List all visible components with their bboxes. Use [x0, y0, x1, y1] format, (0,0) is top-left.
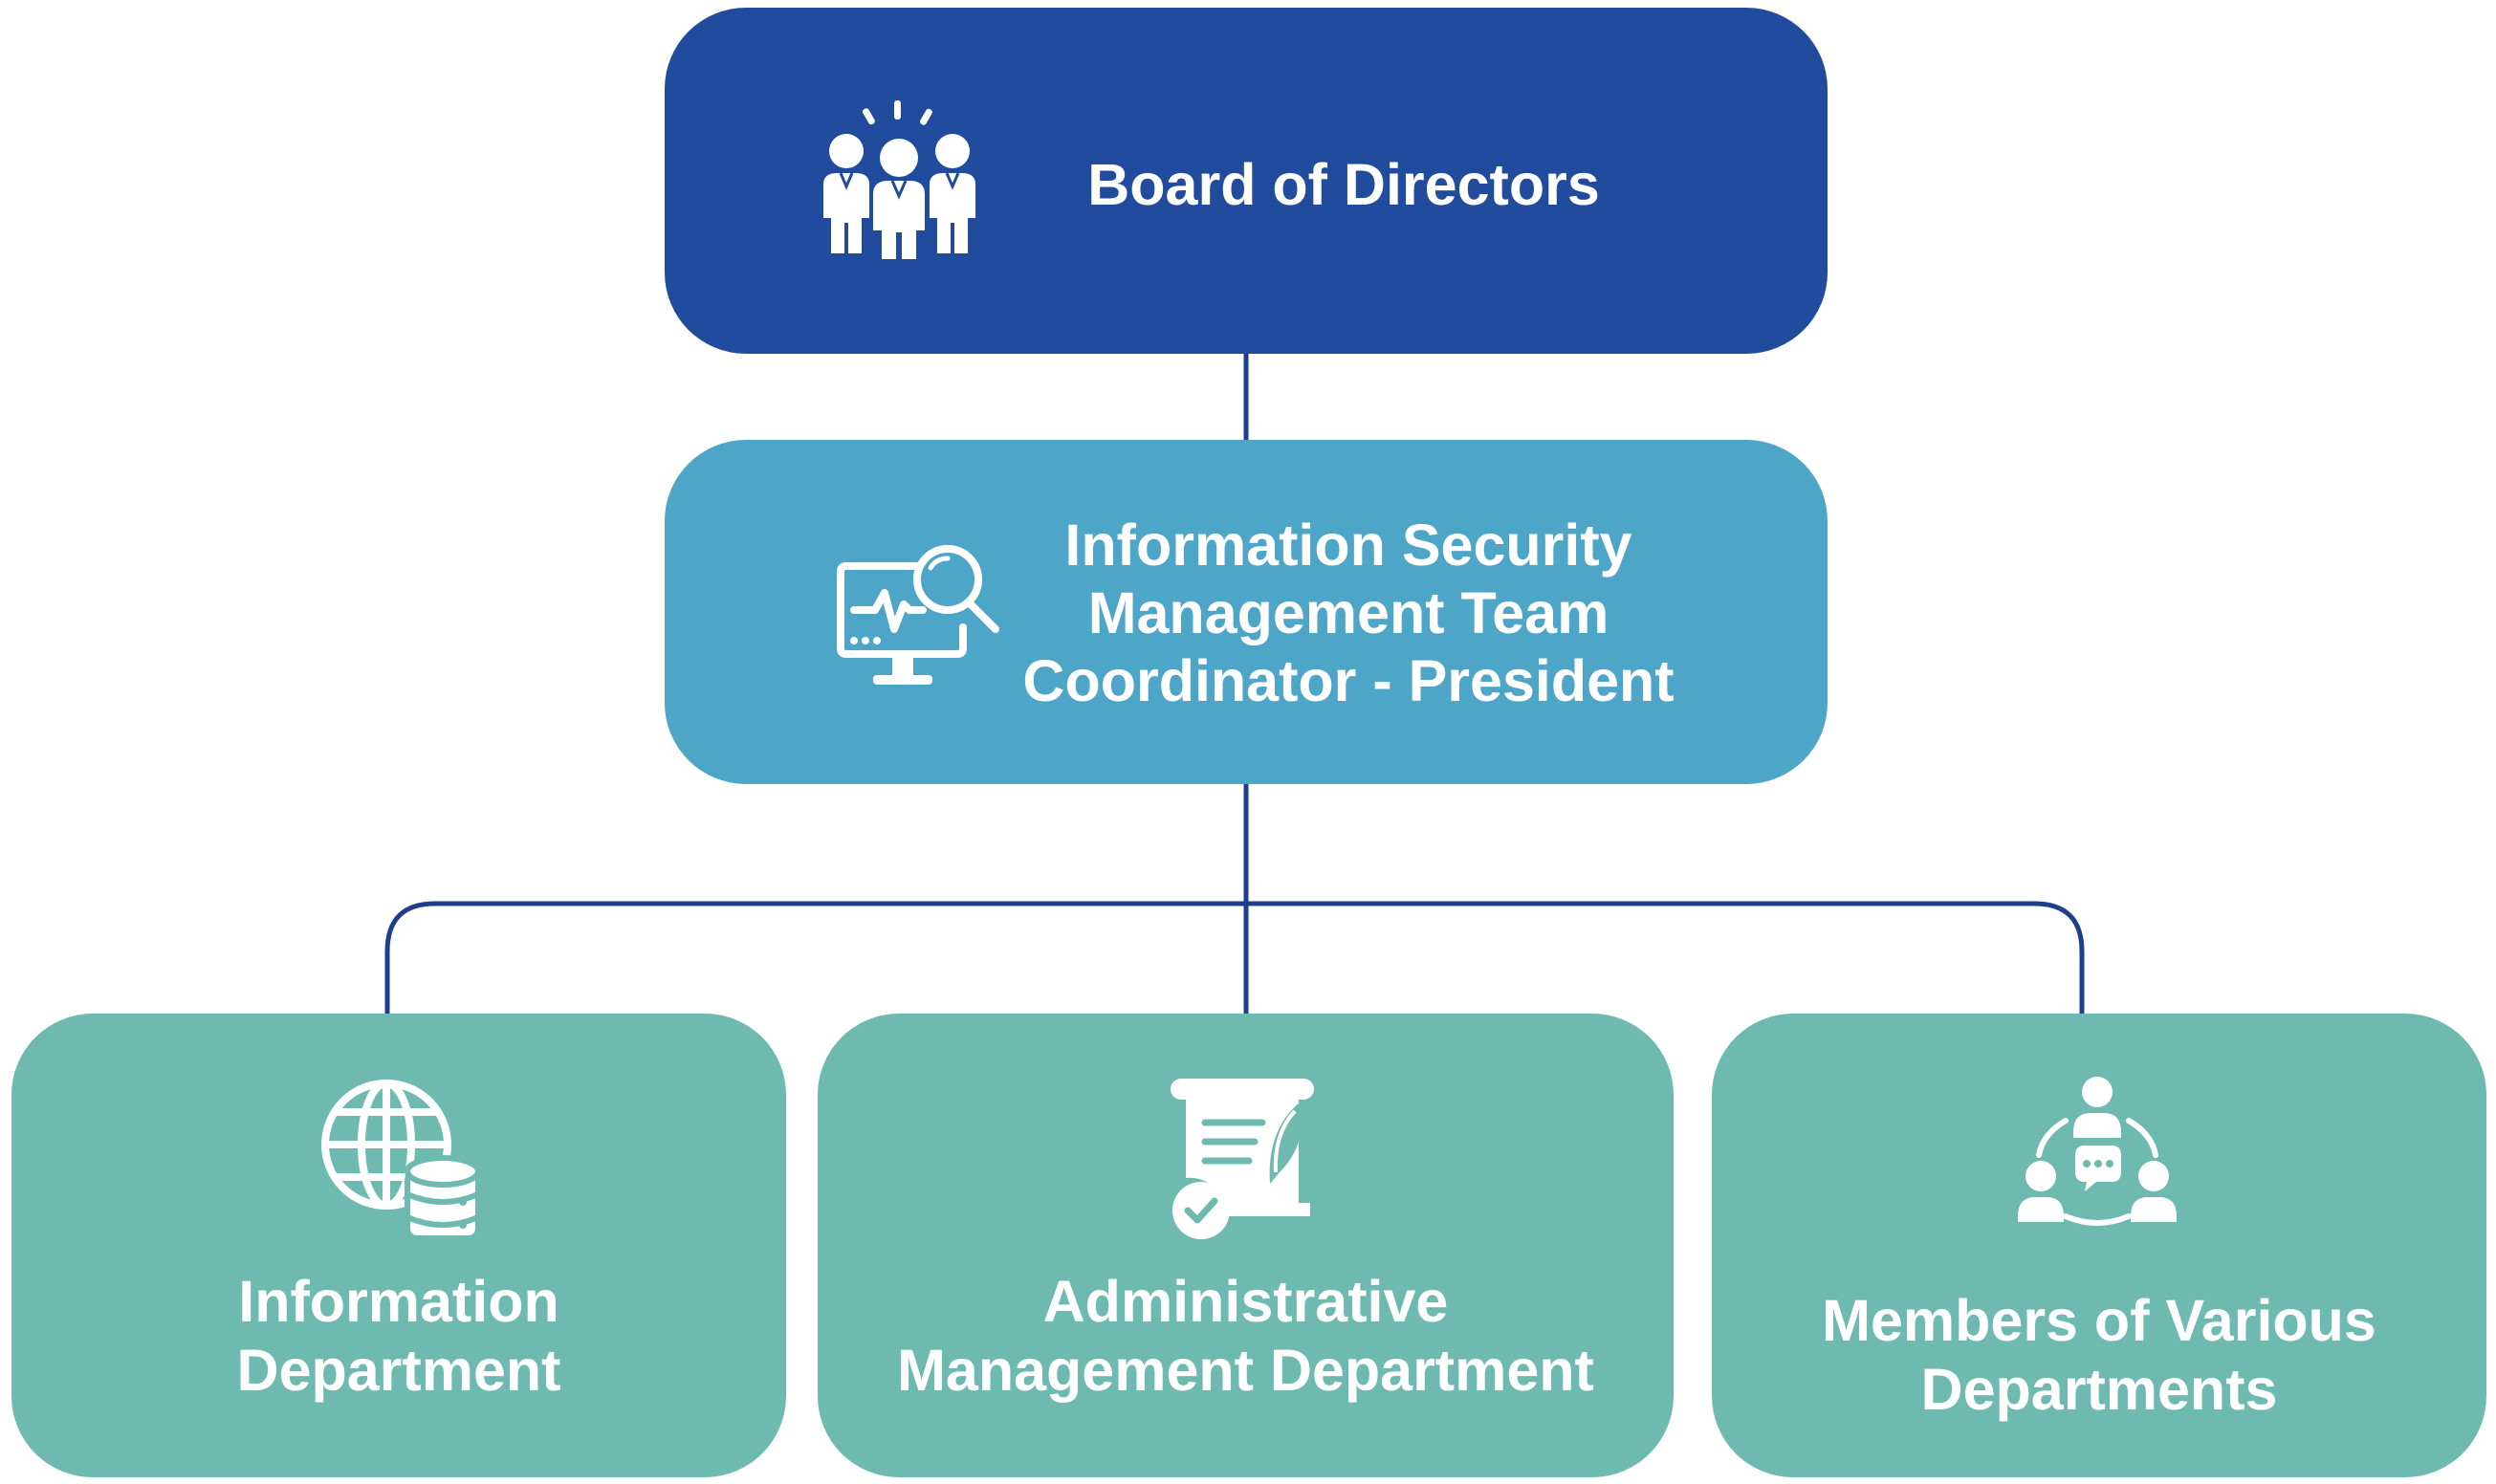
administrative-department-node: Administrative Management Department	[818, 1014, 1674, 1477]
members-departments-node: Members of Various Departments	[1712, 1014, 2486, 1477]
administrative-department-line-1: Administrative	[1042, 1269, 1449, 1334]
administrative-department-line-2: Management Department	[897, 1338, 1594, 1403]
members-departments-line-1: Members of Various	[1822, 1288, 2376, 1353]
information-department-line-2: Department	[236, 1338, 561, 1403]
administrative-department-label: Administrative Management Department	[818, 1267, 1674, 1405]
globe-database-icon	[321, 1080, 481, 1241]
board-members-icon	[823, 100, 975, 259]
information-department-line-1: Information	[238, 1269, 559, 1334]
security-team-line-2: Management Team	[1087, 580, 1609, 645]
information-department-node: Information Department	[11, 1014, 786, 1477]
information-department-label: Information Department	[11, 1267, 786, 1405]
board-label: Board of Directors	[1087, 152, 1600, 217]
security-team-label: Information Security Management Team Coo…	[980, 512, 1717, 715]
board-of-directors-node: Board of Directors	[665, 8, 1828, 354]
security-team-line-1: Information Security	[1064, 513, 1632, 578]
members-departments-line-2: Departments	[1920, 1357, 2278, 1422]
members-departments-label: Members of Various Departments	[1712, 1286, 2486, 1424]
security-team-node: Information Security Management Team Coo…	[665, 440, 1828, 784]
connector-branch	[384, 901, 2085, 1014]
people-network-icon	[2018, 1077, 2177, 1226]
certificate-scroll-icon	[1171, 1079, 1314, 1239]
monitor-search-icon	[837, 545, 999, 685]
security-team-line-3: Coordinator - President	[1022, 648, 1675, 713]
